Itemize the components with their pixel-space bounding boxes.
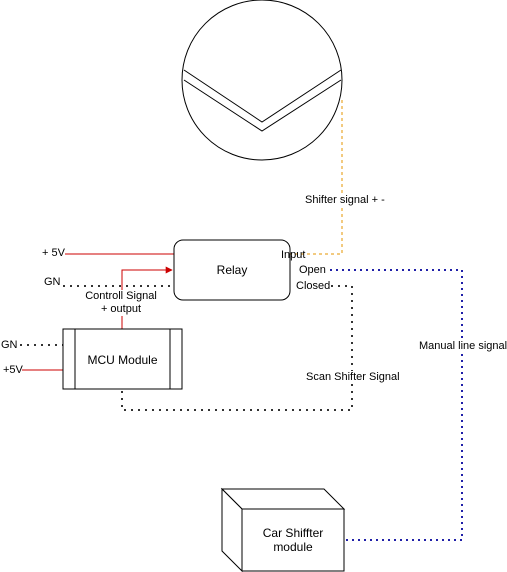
relay-input-label: Input (281, 249, 306, 261)
mcu-label: MCU Module (87, 353, 158, 367)
relay-open-label: Open (299, 264, 326, 277)
scan-shifter-label: Scan Shifter Signal (306, 371, 400, 384)
relay-label: Relay (216, 263, 248, 277)
manual-line-label: Manual line signal (419, 340, 507, 353)
mcu-gn-label: GN (1, 339, 18, 352)
mcu-box (62, 328, 183, 390)
manual-line-signal (330, 269, 463, 541)
car-shifter-box (220, 487, 346, 572)
relay-gn-label: GN (44, 276, 61, 289)
mcu-plus5v-label: +5V (3, 364, 23, 376)
shifter-gauge-icon (181, 0, 343, 161)
relay-closed-label: Closed (296, 280, 331, 293)
relay-box (173, 239, 291, 301)
shifter-signal-label: Shifter signal + - (305, 194, 385, 207)
control-signal-label: Controll Signal + output (82, 290, 160, 316)
relay-plus5v-label: + 5V (42, 247, 65, 260)
car-shifter-label: Car Shiffter module (262, 526, 324, 554)
shifter-signal-line (290, 100, 343, 255)
